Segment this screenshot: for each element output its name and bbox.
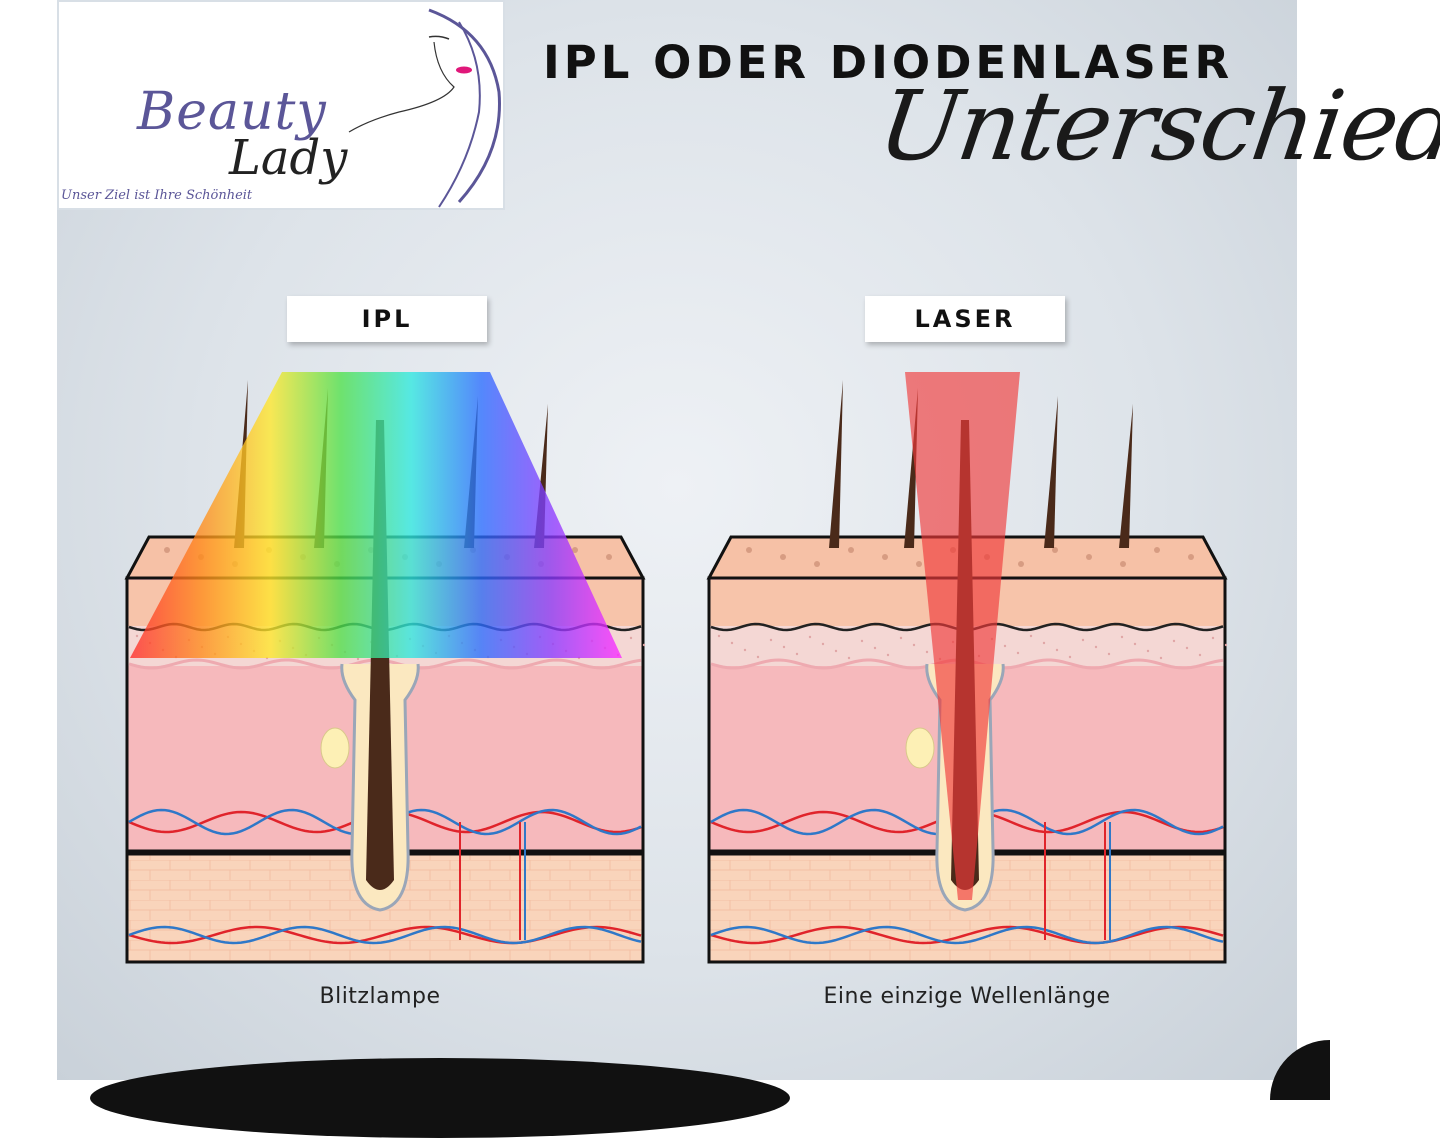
- hair-strand: [1044, 396, 1058, 548]
- pore-dot: [780, 554, 786, 560]
- pore-dot: [1086, 554, 1092, 560]
- dot: [860, 639, 864, 643]
- dot: [1185, 646, 1189, 650]
- dot: [1016, 651, 1020, 655]
- sebaceous-gland: [905, 727, 935, 769]
- dot: [1081, 638, 1085, 642]
- beauty-lady-logo: Beauty Lady Unser Ziel ist Ihre Schönhei…: [57, 0, 505, 210]
- pore-dot: [1120, 561, 1126, 567]
- pore-dot: [1188, 554, 1194, 560]
- dot: [756, 655, 760, 659]
- pore-dot: [1154, 547, 1160, 553]
- pore-dot: [882, 554, 888, 560]
- pore-dot: [1018, 561, 1024, 567]
- logo-brand-lady: Lady: [229, 130, 348, 186]
- ipl-label: IPL: [287, 296, 487, 342]
- dot: [1055, 648, 1059, 652]
- pore-dot: [572, 547, 578, 553]
- pore-dot: [848, 547, 854, 553]
- dot: [1133, 642, 1137, 646]
- hair-strand: [829, 380, 843, 548]
- dot: [1107, 652, 1111, 656]
- decorative-curve: [90, 1058, 790, 1138]
- ipl-caption: Blitzlampe: [319, 984, 441, 1009]
- dot: [1224, 643, 1228, 647]
- dot: [769, 638, 773, 642]
- dot: [1159, 656, 1163, 660]
- dot: [1042, 641, 1046, 645]
- dot: [886, 653, 890, 657]
- dot: [795, 652, 799, 656]
- dot: [834, 649, 838, 653]
- dot: [873, 646, 877, 650]
- vessel-branch: [1044, 822, 1106, 940]
- dot: [730, 641, 734, 645]
- pore-dot: [916, 561, 922, 567]
- artery-lower: [710, 925, 1224, 945]
- dot: [1120, 635, 1124, 639]
- artery-lower: [128, 925, 642, 945]
- woman-face-logo-icon: [348, 8, 501, 208]
- laser-label: LASER: [865, 296, 1065, 342]
- ipl-rainbow-light: [130, 372, 622, 658]
- dot: [743, 648, 747, 652]
- dot: [1198, 653, 1202, 657]
- dot: [1172, 639, 1176, 643]
- dot: [717, 634, 721, 638]
- dot: [1094, 645, 1098, 649]
- dot: [1146, 649, 1150, 653]
- pore-dot: [746, 547, 752, 553]
- laser-caption: Eine einzige Wellenlänge: [823, 984, 1111, 1009]
- pore-dot: [1052, 547, 1058, 553]
- dot: [847, 656, 851, 660]
- pore-dot: [164, 547, 170, 553]
- laser-beam: [905, 372, 1020, 900]
- dot: [629, 636, 633, 640]
- page-title: IPL ODER DIODENLASER: [543, 36, 1234, 89]
- vein-lower: [710, 925, 1224, 945]
- vessel-branch: [459, 822, 521, 940]
- dot: [821, 642, 825, 646]
- sebaceous-gland: [320, 727, 350, 769]
- skin-diagrams: [124, 372, 1228, 964]
- logo-brand-beauty: Beauty: [137, 82, 327, 142]
- pore-dot: [606, 554, 612, 560]
- dot: [808, 635, 812, 639]
- logo-slogan: Unser Ziel ist Ihre Schönheit: [61, 188, 253, 203]
- pore-dot: [814, 561, 820, 567]
- dot: [1003, 644, 1007, 648]
- dot: [642, 643, 646, 647]
- dot: [356, 657, 360, 661]
- dot: [782, 645, 786, 649]
- dot: [1211, 636, 1215, 640]
- dot: [135, 634, 139, 638]
- dot: [1068, 655, 1072, 659]
- dot: [925, 650, 929, 654]
- dot: [912, 643, 916, 647]
- vein-lower: [128, 925, 642, 945]
- hair-strand: [1119, 404, 1133, 548]
- dot: [899, 636, 903, 640]
- dot: [1029, 634, 1033, 638]
